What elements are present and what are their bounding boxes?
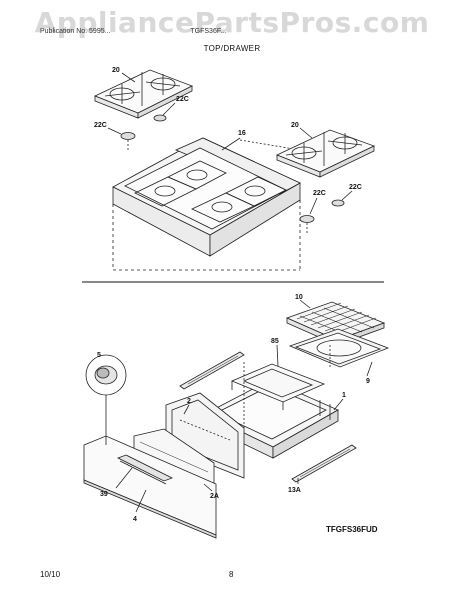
drawer-rail-left[interactable] <box>179 351 245 390</box>
callout-22c-b: 22C <box>94 122 107 129</box>
grommet-22c-a[interactable] <box>153 114 167 122</box>
callout-22c-c: 22C <box>313 190 326 197</box>
broiler-pan[interactable] <box>288 328 390 368</box>
section-title: TOP/DRAWER <box>203 44 261 53</box>
publication-header: Publication No. 5995... TGFS36F... <box>40 28 226 35</box>
callout-2: 2 <box>187 398 191 405</box>
publication-number: Publication No. 5995... <box>40 28 111 35</box>
callout-4: 4 <box>133 516 137 523</box>
callout-22c-a: 22C <box>176 96 189 103</box>
callout-20-top: 20 <box>112 67 120 74</box>
callout-39: 39 <box>100 491 108 498</box>
watermark-text: AppliancePartsPros.com <box>34 6 430 39</box>
callout-1: 1 <box>342 392 346 399</box>
grommet-22c-b[interactable] <box>120 132 136 140</box>
drawer-front-outer[interactable] <box>83 435 217 539</box>
callout-2a: 2A <box>210 493 219 500</box>
footer-date: 10/10 <box>40 570 61 579</box>
cooktop-main-top[interactable] <box>112 137 301 257</box>
grommet-22c-c[interactable] <box>299 215 315 223</box>
callout-10: 10 <box>295 294 303 301</box>
callout-85: 85 <box>271 338 279 345</box>
callout-5: 5 <box>97 352 101 359</box>
drawer-handle[interactable] <box>117 454 173 482</box>
grommet-22c-d[interactable] <box>331 199 345 207</box>
callout-9: 9 <box>366 378 370 385</box>
footer-page-number: 8 <box>229 570 234 579</box>
model-number: TGFS36F... <box>190 28 227 35</box>
callout-22c-d: 22C <box>349 184 362 191</box>
callout-20-right: 20 <box>291 122 299 129</box>
drawer-support-frame[interactable] <box>230 363 326 410</box>
burner-grate-right[interactable] <box>275 129 376 178</box>
drawer-rail-right[interactable] <box>291 444 357 483</box>
knob-detail-callout <box>85 354 127 445</box>
callout-13a: 13A <box>288 487 301 494</box>
burner-grate-left[interactable] <box>93 69 193 119</box>
diagram-model-tag: TFGFS36FUD <box>326 525 378 534</box>
callout-16: 16 <box>238 130 246 137</box>
